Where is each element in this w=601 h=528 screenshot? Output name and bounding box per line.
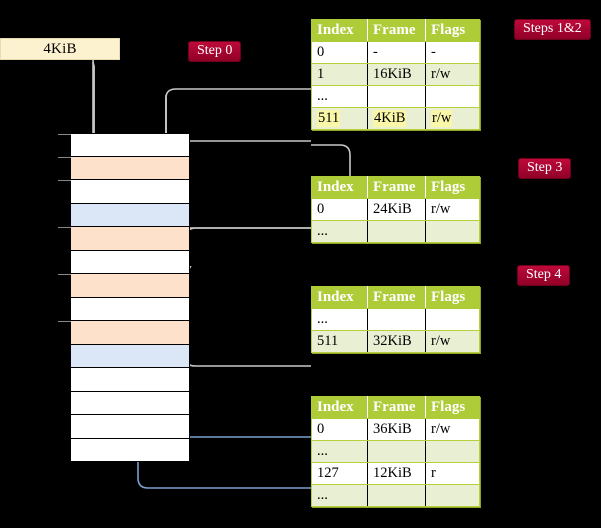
table-cell-index: ... xyxy=(311,440,368,463)
table-cell-index: 0 xyxy=(311,418,368,441)
column-header-frame: Frame xyxy=(367,396,426,419)
badge-step-3: Step 3 xyxy=(518,158,572,180)
column-header-index: Index xyxy=(311,19,368,42)
table-row: ... xyxy=(311,220,480,243)
table-cell-flags xyxy=(425,85,480,108)
table-cell-index: 511 xyxy=(311,107,368,130)
memory-frame-row xyxy=(70,297,190,321)
column-header-flags: Flags xyxy=(425,19,480,42)
column-header-index: Index xyxy=(311,286,368,309)
table-cell-flags: r/w xyxy=(425,107,480,130)
memory-frame-row xyxy=(70,391,190,415)
table-cell-frame xyxy=(367,308,426,331)
table-cell-index: ... xyxy=(311,220,368,243)
table-cell-flags: r/w xyxy=(425,198,480,221)
memory-frame-row xyxy=(70,203,190,227)
table-cell-flags xyxy=(425,308,480,331)
table-cell-frame: 36KiB xyxy=(367,418,426,441)
highlighted-value: r/w xyxy=(431,109,453,127)
memory-frame-row xyxy=(70,368,190,392)
memory-frame-row xyxy=(70,344,190,368)
memory-frame-row xyxy=(58,133,190,157)
memory-frame-tick xyxy=(58,274,71,275)
kib-source-label: 4KiB xyxy=(43,40,77,57)
column-header-index: Index xyxy=(311,176,368,199)
memory-frame-row xyxy=(58,180,190,204)
badge-steps-1-2: Steps 1&2 xyxy=(514,19,591,41)
column-header-flags: Flags xyxy=(425,286,480,309)
memory-frame-row xyxy=(70,250,190,274)
column-header-frame: Frame xyxy=(367,19,426,42)
memory-frame-row xyxy=(70,438,190,462)
table-cell-index: ... xyxy=(311,85,368,108)
table-cell-index: 511 xyxy=(311,330,368,353)
memory-frame-row xyxy=(58,227,190,251)
memory-frame-tick xyxy=(58,134,71,135)
table-cell-index: 1 xyxy=(311,63,368,86)
memory-frame-tick xyxy=(58,321,71,322)
memory-frame-row xyxy=(58,321,190,345)
table-cell-frame: 16KiB xyxy=(367,63,426,86)
memory-frame-row xyxy=(58,274,190,298)
table-cell-flags: r/w xyxy=(425,418,480,441)
highlighted-value: 4KiB xyxy=(373,109,407,127)
table-cell-index: ... xyxy=(311,484,368,507)
badge-step-4: Step 4 xyxy=(517,265,571,287)
table-cell-frame: 24KiB xyxy=(367,198,426,221)
table-row: 511 4KiB r/w xyxy=(311,107,480,130)
table-cell-frame xyxy=(367,85,426,108)
badge-step-0: Step 0 xyxy=(188,41,242,63)
table-cell-frame xyxy=(367,220,426,243)
table-cell-flags xyxy=(425,484,480,507)
column-header-index: Index xyxy=(311,396,368,419)
table-cell-index: 127 xyxy=(311,462,368,485)
table-cell-flags: r/w xyxy=(425,330,480,353)
table-row: ... xyxy=(311,484,480,507)
memory-frame-tick xyxy=(58,180,71,181)
table-row: ... xyxy=(311,308,480,331)
column-header-frame: Frame xyxy=(367,176,426,199)
kib-source-box: 4KiB xyxy=(0,38,120,60)
table-cell-index: 0 xyxy=(311,198,368,221)
memory-frame-tick xyxy=(58,227,71,228)
table-cell-index: 0 xyxy=(311,41,368,64)
table-cell-frame: 4KiB xyxy=(367,107,426,130)
table-cell-flags: r xyxy=(425,462,480,485)
table-cell-frame: 32KiB xyxy=(367,330,426,353)
memory-frame-tick xyxy=(58,156,71,158)
table-cell-flags xyxy=(425,440,480,463)
table-cell-flags xyxy=(425,220,480,243)
physical-memory-column xyxy=(58,133,190,462)
table-cell-index: ... xyxy=(311,308,368,331)
table-cell-frame xyxy=(367,440,426,463)
memory-frame-row xyxy=(58,156,190,180)
table-cell-frame xyxy=(367,484,426,507)
highlighted-value: 511 xyxy=(317,109,341,127)
table-row: 0-- xyxy=(311,41,480,64)
table-row: ... xyxy=(311,440,480,463)
table-cell-frame: 12KiB xyxy=(367,462,426,485)
column-header-flags: Flags xyxy=(425,396,480,419)
table-cell-flags: - xyxy=(425,41,480,64)
table-cell-flags: r/w xyxy=(425,63,480,86)
table-row: ... xyxy=(311,85,480,108)
column-header-frame: Frame xyxy=(367,286,426,309)
column-header-flags: Flags xyxy=(425,176,480,199)
table-cell-frame: - xyxy=(367,41,426,64)
memory-frame-row xyxy=(70,415,190,439)
